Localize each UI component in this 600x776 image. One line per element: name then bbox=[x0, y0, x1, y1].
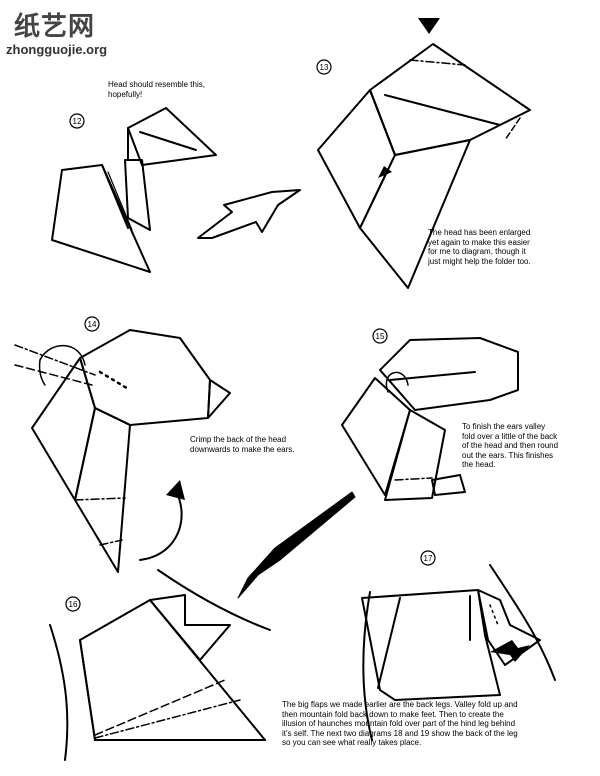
step-12-figure bbox=[51, 107, 217, 273]
step-14-mountain-line bbox=[14, 344, 96, 376]
step-14-caption: Crimp the back of the head downwards to … bbox=[190, 435, 295, 454]
step-14-crimp-line-2 bbox=[99, 539, 123, 546]
step-13-caption: The head has been enlarged yet again to … bbox=[428, 228, 531, 266]
step-17-arrow-icon bbox=[490, 640, 530, 662]
step-13-number-badge: 13 bbox=[316, 59, 332, 75]
watermark-logo: 纸艺网 zhongguojie.org bbox=[6, 4, 120, 66]
step-14-crimp-line-1 bbox=[74, 497, 126, 501]
step-16-mountain-line-1 bbox=[94, 699, 241, 739]
step-15-left-flap bbox=[341, 377, 411, 496]
step-13-body bbox=[359, 139, 471, 289]
step-15-fold-arrow bbox=[385, 371, 409, 393]
step-17-number-badge: 17 bbox=[420, 550, 436, 566]
step-12-head bbox=[127, 107, 217, 166]
step-17-right-curve bbox=[489, 564, 556, 681]
step-16-flap bbox=[149, 594, 231, 661]
step-12-head-fold bbox=[139, 131, 197, 151]
step-12-number-badge: 12 bbox=[69, 113, 85, 129]
step-15-head bbox=[379, 337, 519, 411]
step-17-number: 17 bbox=[424, 554, 433, 563]
step-17-dotted-fold bbox=[489, 604, 499, 626]
watermark-url: zhongguojie.org bbox=[6, 42, 108, 57]
step-14-rotate-arrow-tail bbox=[38, 359, 46, 386]
step-13-valley-line bbox=[409, 59, 466, 66]
step-17-foot bbox=[477, 589, 541, 666]
step-arrow-15-16 bbox=[237, 491, 356, 599]
step-12-neck bbox=[124, 159, 151, 231]
step-17-body bbox=[361, 589, 501, 701]
step-17-figure bbox=[361, 564, 556, 741]
step-12-body bbox=[51, 164, 151, 273]
step-16-leg bbox=[79, 599, 266, 741]
step-14-number: 14 bbox=[88, 320, 97, 329]
step-14-turn-arrowhead-icon bbox=[166, 480, 185, 500]
step-14-number-badge: 14 bbox=[84, 316, 100, 332]
step-12-fold-line bbox=[101, 164, 129, 229]
step-16-valley-line-1 bbox=[94, 679, 226, 736]
step-12-number: 12 bbox=[73, 117, 82, 126]
step-14-figure bbox=[14, 329, 231, 573]
watermark-chinese: 纸艺网 bbox=[14, 12, 96, 42]
step-14-rotate-arrow bbox=[39, 344, 86, 366]
step-15-body bbox=[384, 409, 446, 501]
step-13-arrow-icon bbox=[378, 166, 392, 178]
step-15-figure bbox=[341, 337, 519, 501]
step-15-number-badge: 15 bbox=[372, 328, 388, 344]
step-17-left-curve bbox=[362, 591, 373, 741]
step-15-crimp-line bbox=[394, 477, 433, 481]
step-16-top-curve bbox=[157, 569, 271, 631]
step-15-number: 15 bbox=[376, 332, 385, 341]
step-14-valley-line bbox=[14, 364, 93, 386]
step-14-dotted-fold bbox=[98, 370, 132, 392]
step-13-top-marker-icon bbox=[418, 18, 440, 34]
step-12-inner-line bbox=[107, 171, 133, 231]
step-16-outer-curve bbox=[49, 624, 69, 761]
step-16-figure bbox=[49, 569, 271, 761]
step-15-tail bbox=[431, 474, 466, 496]
step-16-number-badge: 16 bbox=[65, 596, 81, 612]
step-14-body bbox=[74, 407, 131, 573]
step-13-left-flap bbox=[317, 89, 396, 229]
step-13-dash-mark bbox=[504, 117, 521, 141]
step-13-figure bbox=[317, 43, 531, 289]
step-15-ear-fold bbox=[389, 371, 476, 381]
step-13-head-fold bbox=[384, 94, 501, 126]
step-14-turn-arrow bbox=[139, 489, 183, 561]
step-14-snout bbox=[207, 379, 231, 419]
step-16-number: 16 bbox=[69, 600, 78, 609]
step-13-edge bbox=[369, 89, 396, 156]
step-16-leg-edge bbox=[79, 639, 96, 741]
step-13-number: 13 bbox=[320, 63, 329, 72]
step-arrow-12-13 bbox=[197, 189, 301, 239]
step-17-caption: The big flaps we made earlier are the ba… bbox=[282, 700, 518, 747]
step-17-leg-edge bbox=[377, 597, 401, 689]
step-12-caption: Head should resemble this, hopefully! bbox=[108, 80, 205, 99]
step-15-caption: To finish the ears valley fold over a li… bbox=[462, 422, 559, 469]
